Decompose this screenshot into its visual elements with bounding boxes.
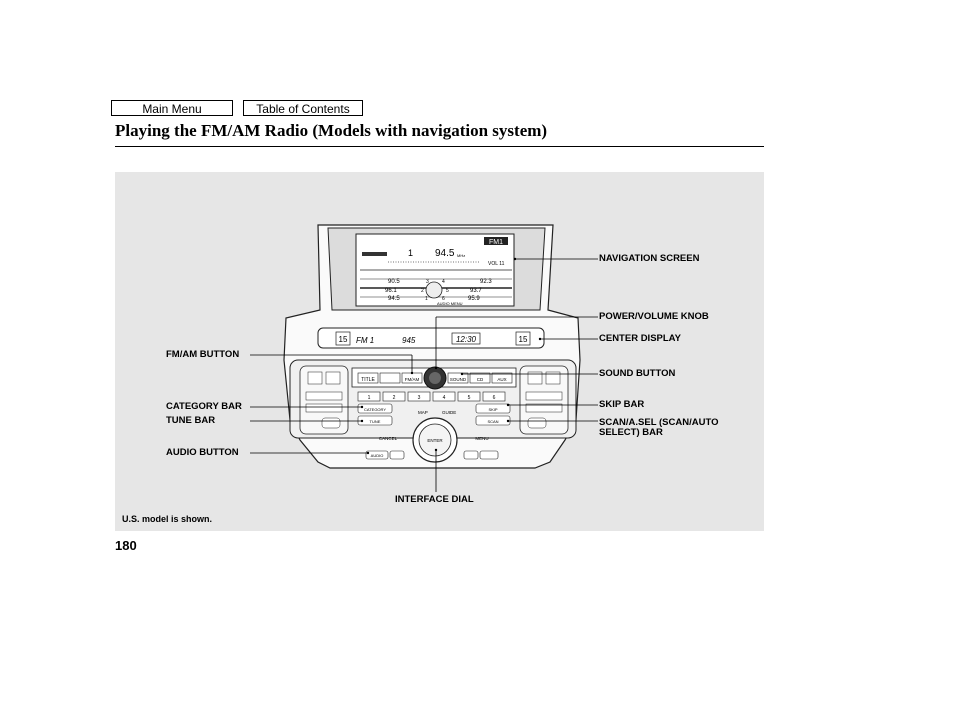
preset-button-5[interactable] [457,391,481,402]
callout-audio-button: AUDIO BUTTON [166,447,239,458]
center-display [317,327,545,349]
callout-center-display: CENTER DISPLAY [599,333,681,344]
preset-label-1: 1 [368,395,371,401]
main-menu-button[interactable]: Main Menu [111,100,233,116]
callout-navigation-screen: NAVIGATION SCREEN [599,253,700,264]
preset-num-right-1: 4 [442,279,445,285]
screen-unit: MHz [457,253,465,258]
preset-num-right-3: 6 [442,296,445,302]
callout-skip-bar: SKIP BAR [599,399,645,410]
preset-row: 1 2 3 4 5 6 [357,391,506,402]
right-temp: 15 [519,335,528,344]
callout-fm-am-button: FM/AM BUTTON [166,349,240,360]
preset-button-6[interactable] [482,391,506,402]
callout-scan-bar-line2: SELECT) BAR [599,427,663,438]
preset-button-1[interactable] [357,391,381,402]
preset-label-2: 2 [393,395,396,401]
fm-am-button-label: FM/AM [405,377,420,382]
skip-bar-label: SKIP [488,407,497,412]
map-label: MAP [418,410,428,415]
callout-interface-dial: INTERFACE DIAL [395,494,474,505]
title-divider [115,146,764,147]
callout-leaders [250,258,598,492]
audio-button-label: AUDIO [371,453,384,458]
aux-button[interactable] [491,372,513,384]
category-bar[interactable] [357,403,393,414]
preset-num-left-3: 1 [425,296,428,302]
sound-button-label: SOUND [450,377,467,382]
preset-button-2[interactable] [382,391,406,402]
preset-label-4: 4 [443,395,446,401]
preset-left-2: 96.1 [385,288,397,294]
screen-frequency: 94.5 [435,248,455,259]
screen-dial-icon [425,281,443,299]
preset-num-right-2: 5 [446,288,449,294]
menu-button[interactable]: MENU [475,436,488,441]
aux-button-label: AUX [497,377,506,382]
callout-category-bar: CATEGORY BAR [166,401,242,412]
center-display-freq: 945 [402,336,416,345]
preset-num-left-2: 2 [421,288,424,294]
audio-button[interactable] [365,450,389,460]
guide-label: GUIDE [442,410,456,415]
center-display-band: FM 1 [356,336,374,345]
preset-right-3: 95.9 [468,296,480,302]
preset-right-2: 93.7 [470,288,482,294]
title-button[interactable]: TITLE [361,377,375,383]
tune-bar[interactable] [357,415,393,426]
cd-button-label: CD [477,377,484,382]
scan-asel-bar[interactable] [475,415,511,426]
model-note: U.S. model is shown. [122,514,213,524]
band-indicator [484,237,508,245]
preset-button-3[interactable] [407,391,431,402]
left-temp: 15 [339,335,348,344]
preset-right-1: 92.3 [480,279,492,285]
preset-label-6: 6 [493,395,496,401]
preset-label-5: 5 [468,395,471,401]
page-title: Playing the FM/AM Radio (Models with nav… [115,121,548,140]
preset-button-4[interactable] [432,391,456,402]
category-bar-label: CATEGORY [364,407,386,412]
preset-label-3: 3 [418,395,421,401]
preset-num-left-1: 3 [426,279,429,285]
page-number: 180 [115,538,137,553]
enter-label: ENTER [427,438,443,443]
scan-bar-label: SCAN [487,419,498,424]
preset-left-3: 94.5 [388,296,400,302]
table-of-contents-button[interactable]: Table of Contents [243,100,363,116]
skip-bar[interactable] [475,403,511,414]
screen-audio-menu: AUDIO MENU [437,301,463,306]
callout-tune-bar: TUNE BAR [166,415,216,426]
screen-volume: VOL 11 [488,261,505,267]
screen-band: FM1 [489,239,503,246]
preset-left-1: 90.5 [388,279,400,285]
cd-button[interactable] [469,372,491,384]
tune-bar-label: TUNE [370,419,381,424]
cancel-button[interactable]: CANCEL [379,436,398,441]
screen-preset: 1 [408,248,413,258]
callout-sound-button: SOUND BUTTON [599,368,676,379]
callout-power-volume-knob: POWER/VOLUME KNOB [599,311,709,322]
callout-scan-bar-line1: SCAN/A.SEL (SCAN/AUTO [599,417,719,428]
sound-button[interactable] [447,372,469,384]
center-display-clock: 12:30 [456,335,477,344]
